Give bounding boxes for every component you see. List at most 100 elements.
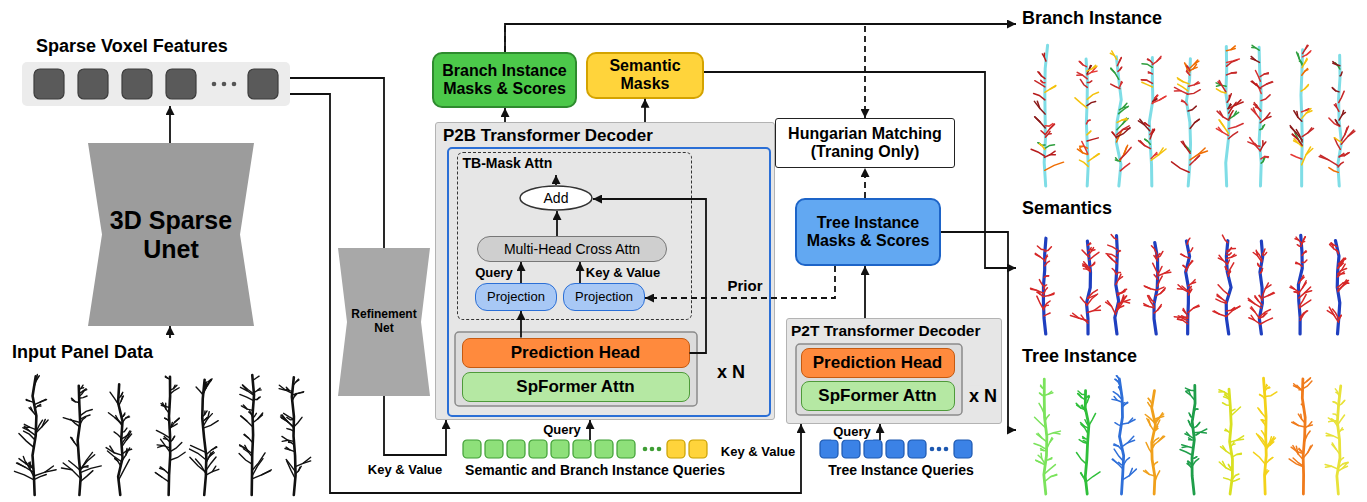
output-box: Semantic Masks bbox=[586, 52, 704, 99]
tree-branch bbox=[1145, 123, 1147, 125]
tree-branch bbox=[1078, 394, 1086, 400]
tree-branch bbox=[1154, 414, 1163, 419]
tree-branch bbox=[1035, 254, 1040, 256]
tree-branch bbox=[38, 405, 41, 407]
tree-branch bbox=[1121, 295, 1123, 302]
tree-branch bbox=[1327, 311, 1334, 315]
tree-branch bbox=[1047, 439, 1053, 449]
tree-branch bbox=[1251, 59, 1255, 60]
tree-branch bbox=[1183, 310, 1186, 313]
tree-branch bbox=[1140, 141, 1144, 146]
tree-branch bbox=[1195, 119, 1200, 122]
ellipsis-dot bbox=[643, 447, 648, 452]
tree-branch bbox=[1231, 72, 1236, 74]
tree-branch bbox=[206, 457, 216, 470]
tree-branch bbox=[262, 471, 271, 475]
tree-branch bbox=[1190, 64, 1197, 71]
tree-branch bbox=[1108, 245, 1117, 250]
tree-branch bbox=[122, 431, 131, 447]
tree-branch bbox=[1258, 263, 1261, 267]
tree-branch bbox=[122, 428, 127, 432]
tree-branch bbox=[1046, 458, 1052, 461]
tree-branch bbox=[1252, 81, 1256, 85]
tree-branch bbox=[284, 413, 294, 419]
tree-branch bbox=[1034, 101, 1045, 114]
tree-branch bbox=[1187, 66, 1188, 68]
tree-branch bbox=[1034, 94, 1045, 100]
tree-branch bbox=[1342, 466, 1347, 468]
token-square bbox=[463, 440, 481, 458]
tree-branch bbox=[1224, 478, 1232, 481]
tree-branch bbox=[1329, 118, 1340, 126]
tree-branch bbox=[61, 468, 71, 470]
tree-branch bbox=[1083, 437, 1088, 440]
tree-branch bbox=[1088, 290, 1098, 298]
tree-branch bbox=[1039, 393, 1044, 397]
ellipsis-dot bbox=[930, 447, 935, 452]
tree-branch bbox=[106, 448, 122, 456]
tree-branch bbox=[1088, 295, 1097, 299]
tree-branch bbox=[1251, 315, 1254, 320]
tree-branch bbox=[1297, 385, 1303, 390]
tree-branch bbox=[1305, 291, 1312, 293]
tree-branch bbox=[196, 387, 203, 395]
token-square bbox=[78, 69, 108, 99]
tree-branch bbox=[163, 403, 170, 414]
tree-branch bbox=[1090, 249, 1092, 251]
node-text: Add bbox=[544, 190, 569, 206]
tree-branch bbox=[296, 466, 302, 473]
token-square bbox=[954, 440, 972, 458]
tree-branch bbox=[1043, 288, 1047, 295]
tree-branch bbox=[1232, 474, 1239, 480]
tree-branch bbox=[1300, 414, 1302, 419]
tree-branch bbox=[1260, 73, 1268, 77]
tree-branch bbox=[1177, 78, 1189, 84]
tree-branch bbox=[1080, 148, 1083, 152]
tree-branch bbox=[108, 413, 122, 424]
tree-branch bbox=[1334, 138, 1341, 143]
tree-branch bbox=[63, 463, 80, 479]
tree-branch bbox=[1220, 111, 1223, 117]
tree-branch bbox=[1341, 126, 1348, 140]
tree-branch bbox=[1181, 142, 1190, 154]
tree-branch bbox=[1248, 298, 1261, 308]
tree-branch bbox=[1145, 470, 1149, 474]
token-square bbox=[122, 69, 152, 99]
tree-branch bbox=[1303, 46, 1309, 54]
tree-branch bbox=[1332, 309, 1338, 319]
tree-branch bbox=[1213, 311, 1226, 316]
tree-branch bbox=[1182, 445, 1194, 448]
tree-trunk bbox=[1337, 386, 1341, 494]
tree-branch bbox=[1140, 119, 1144, 124]
tree-branch bbox=[1087, 294, 1098, 306]
tree-branch bbox=[1110, 53, 1114, 55]
tree-branch bbox=[1113, 459, 1118, 463]
tree-branch bbox=[155, 472, 169, 481]
tree-branch bbox=[1079, 440, 1087, 444]
tree-branch bbox=[1338, 415, 1345, 425]
tree-branch bbox=[1337, 281, 1348, 288]
tree-branch bbox=[1088, 154, 1099, 162]
tree-branch bbox=[1031, 289, 1037, 290]
tree-branch bbox=[1332, 445, 1336, 450]
tree-branch bbox=[1186, 390, 1190, 391]
tree-branch bbox=[1183, 141, 1186, 147]
tree-branch bbox=[1319, 157, 1338, 166]
tree-branch bbox=[241, 416, 253, 427]
tree-branch bbox=[1253, 108, 1255, 114]
tree-branch bbox=[1188, 280, 1195, 286]
tree-branch bbox=[1119, 387, 1122, 392]
output-arrow bbox=[555, 175, 557, 185]
tree-branch bbox=[1041, 131, 1045, 135]
tree-branch bbox=[1044, 465, 1055, 475]
tree-branch bbox=[1335, 104, 1337, 108]
tree-branch bbox=[1111, 68, 1115, 73]
tree-branch bbox=[158, 446, 164, 448]
tree-branch bbox=[1333, 414, 1338, 417]
tree-branch bbox=[172, 437, 174, 440]
tree-branch bbox=[1088, 248, 1091, 251]
tree-branch bbox=[191, 445, 206, 452]
tree-branch bbox=[1265, 387, 1270, 392]
tree-branch bbox=[1302, 283, 1306, 288]
